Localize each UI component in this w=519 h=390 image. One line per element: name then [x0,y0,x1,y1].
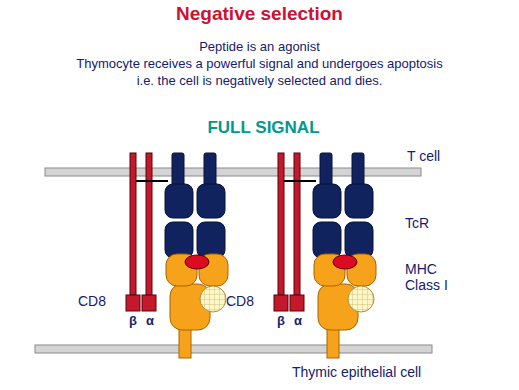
coreceptor-label: CD8 [78,293,106,309]
receptor-label: TcR [405,215,429,231]
subtitle-line: Thymocyte receives a powerful signal and… [0,57,519,72]
coreceptor-label: CD8 [226,293,254,309]
title-text: Negative selection [0,3,519,25]
mhc-label: MHC Class I [405,261,461,293]
receptor-complex [126,153,228,358]
epithelial-membrane [35,345,432,353]
membrane-label: Thymic epithelial cell [292,364,421,380]
subtitle-line: Peptide is an agonist [0,40,519,55]
chain-label: β [129,314,137,329]
membrane-label: T cell [407,148,440,164]
t-cell-membrane [45,168,421,176]
chain-label: α [146,314,154,329]
receptor-complex [274,153,376,358]
chain-label: α [294,314,302,329]
signal-heading: FULL SIGNAL [4,118,519,138]
subtitle-line: i.e. the cell is negatively selected and… [0,74,519,89]
chain-label: β [277,314,285,329]
